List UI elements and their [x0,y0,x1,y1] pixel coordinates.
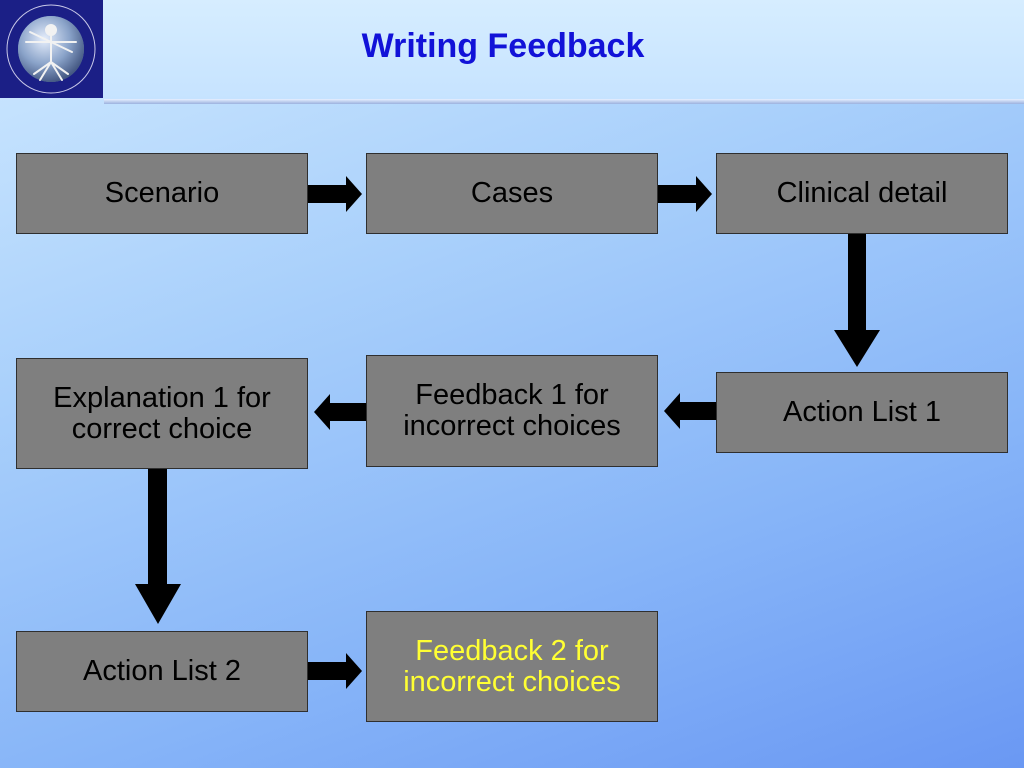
flow-box-action-list-1: Action List 1 [716,372,1008,453]
arrow-right-icon [308,653,362,689]
flow-box-label: Action List 1 [783,396,941,428]
flow-box-feedback-2: Feedback 2 for incorrect choices [366,611,658,722]
arrow-right-icon [308,176,362,212]
header-divider [104,99,1024,104]
flow-box-label: Clinical detail [776,177,948,209]
flow-box-label: Scenario [104,177,220,209]
arrow-left-icon [664,393,716,429]
flow-box-scenario: Scenario [16,153,308,234]
arrow-right-icon [658,176,712,212]
flow-box-clinical-detail: Clinical detail [716,153,1008,234]
flow-box-label: Feedback 2 for incorrect choices [403,634,621,698]
flow-box-explanation-1: Explanation 1 for correct choice [16,358,308,469]
slide-title: Writing Feedback [361,27,645,65]
arrow-down-icon [135,469,181,624]
slide-header [0,0,1024,100]
flow-box-label: Feedback 1 for incorrect choices [403,379,621,442]
flow-box-label: Cases [470,177,554,209]
arrow-down-icon [834,234,880,367]
vitruvian-globe-logo-icon [0,0,103,98]
flow-box-cases: Cases [366,153,658,234]
flow-box-label: Action List 2 [83,655,241,687]
arrow-left-icon [314,394,366,430]
flow-box-action-list-2: Action List 2 [16,631,308,712]
flow-box-feedback-1: Feedback 1 for incorrect choices [366,355,658,467]
flow-box-label: Explanation 1 for correct choice [53,381,271,445]
